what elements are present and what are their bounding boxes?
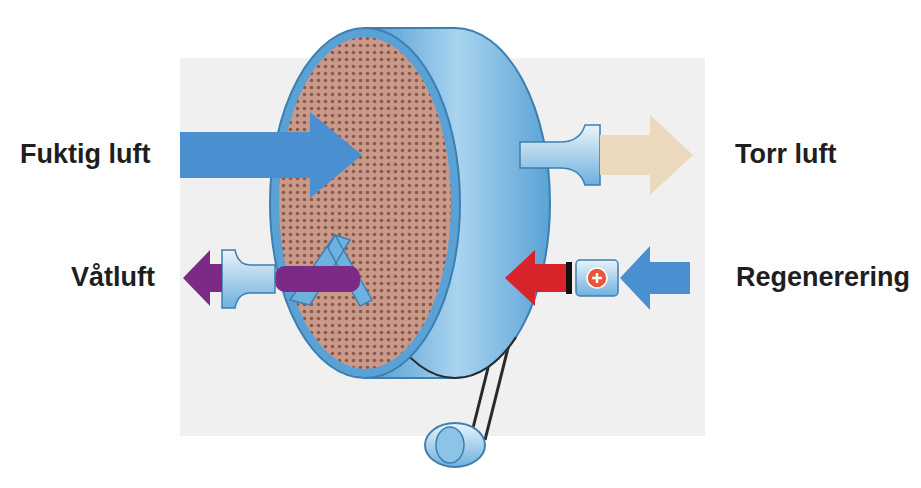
regeneration-air-arrow bbox=[620, 246, 690, 310]
heater-flange bbox=[566, 262, 572, 294]
flow-label: Regenerering bbox=[736, 263, 910, 293]
flow-label: Fuktig luft bbox=[20, 140, 150, 170]
motor-pulley bbox=[436, 427, 464, 463]
heater-symbol bbox=[587, 268, 607, 288]
dry-air-arrow bbox=[600, 115, 693, 195]
heater-plus bbox=[592, 273, 602, 283]
heater-box bbox=[576, 260, 618, 296]
flow-label: Våtluft bbox=[71, 263, 155, 293]
wet-air-duct bbox=[275, 266, 360, 292]
wheel-face-frame bbox=[270, 28, 460, 378]
humid-air-arrow bbox=[180, 112, 362, 198]
wet-air-arrow bbox=[183, 250, 222, 306]
process-fan bbox=[520, 125, 600, 185]
flow-label: Torr luft bbox=[735, 140, 836, 170]
hot-air-arrow bbox=[505, 250, 566, 306]
honeycomb-matrix bbox=[279, 37, 451, 369]
regeneration-fan bbox=[222, 250, 275, 308]
drive-motor bbox=[425, 423, 485, 467]
